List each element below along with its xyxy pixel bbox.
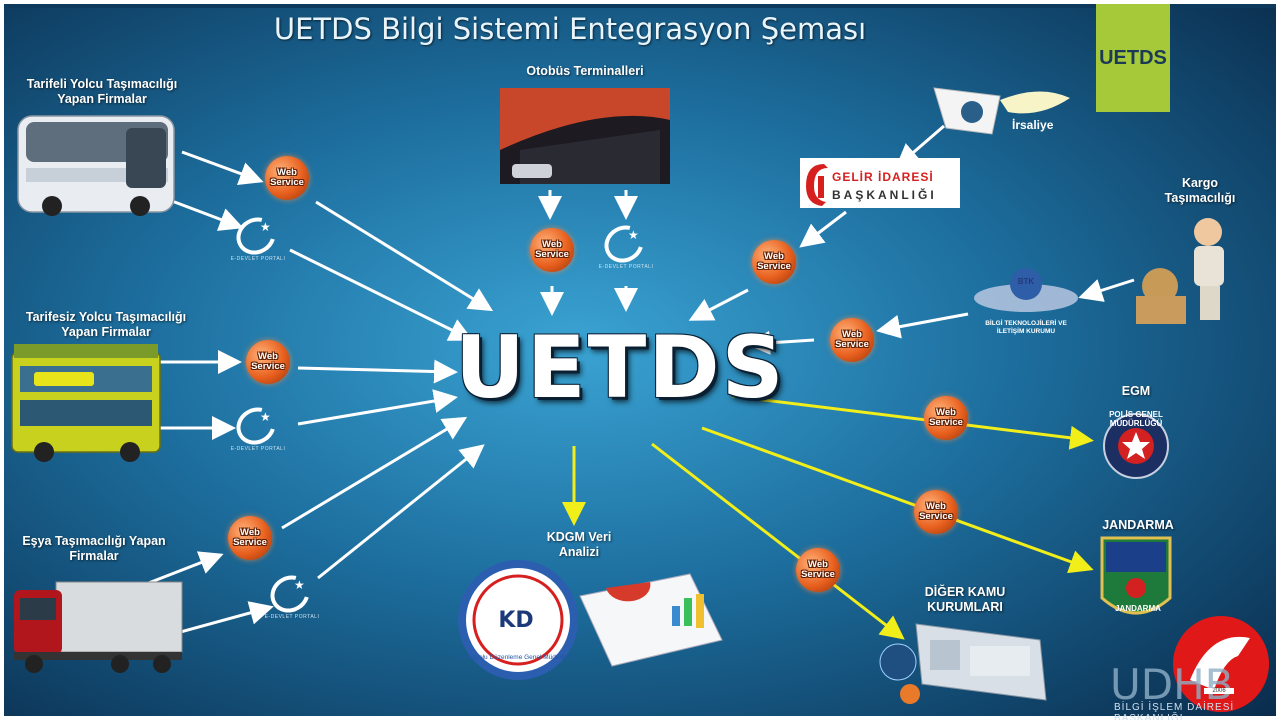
arrow-ed2-center [297,389,458,426]
star-icon: ★ [260,220,271,234]
arrow-ws2-center [297,359,458,384]
edevlet-caption: E-DEVLET PORTALI [598,264,654,270]
label-diger: DİĞER KAMU KURUMLARI [924,585,1006,614]
web-service-6: Web Service [830,318,874,362]
arrow-ws1-center [315,200,494,312]
web-service-3: Web Service [228,516,272,560]
arrow-irs-gib [895,124,945,168]
star-icon: ★ [260,410,271,424]
ws-label: Web Service [919,501,953,522]
watermark-logo [1173,616,1269,712]
label-tarifesiz: Tarifesiz Yolcu Taşımacılığı Yapan Firma… [25,310,187,339]
web-service-4: Web Service [530,228,574,272]
kd-ring-text: Karayolu Düzenleme Genel Müdürlüğü [461,654,574,661]
bus-image [17,115,175,216]
kd-logo [458,560,578,680]
dashboard-image [879,623,1047,704]
arrow-kargo-btk [1078,278,1135,302]
star-icon: ★ [628,228,639,242]
label-jandarma: JANDARMA [1102,518,1174,532]
jandarma-badge-text: JANDARMA [1115,604,1161,613]
label-tarifeli: Tarifeli Yolcu Taşımacılığı Yapan Firmal… [26,77,178,106]
outbound-arrows [562,394,1094,640]
page-title: UETDS Bilgi Sistemi Entegrasyon Şeması [273,12,867,46]
udhb-sub: BİLGİ İŞLEM DAİRESİ BAŞKANLIĞI [1114,702,1235,720]
edevlet-2: ★ E-DEVLET PORTALI [228,400,288,458]
gib-line1: GELİR İDARESİ [832,170,934,184]
edevlet-4: ★ E-DEVLET PORTALI [596,218,656,276]
arrow-ed3-center [317,444,485,580]
arrow-center-diger [651,442,905,640]
arrow-ws3-center [281,416,468,530]
label-egm: EGM [1121,384,1151,398]
ws-label: Web Service [233,527,267,548]
arrow-ed1-center [289,248,474,341]
arrow-gib-ws [799,210,847,248]
top-edge [8,4,1276,8]
arrow-bus-ws [181,150,264,186]
gib-logo: GELİR İDARESİ BAŞKANLIĞI [800,158,960,208]
arrow-ws6-center [746,330,815,355]
web-service-5: Web Service [752,240,796,284]
label-esya: Eşya Taşımacılığı Yapan Firmalar [22,534,166,563]
arrow-center-jandarma [701,426,1094,574]
edevlet-caption: E-DEVLET PORTALI [230,446,286,452]
edevlet-1: ★ E-DEVLET PORTALI [228,210,288,268]
tour-bus-image [11,344,161,462]
jandarma-badge [1100,536,1172,615]
truck-image [14,581,183,673]
egm-badge [1103,413,1169,479]
arrow-truck-ws [145,551,224,586]
ws-label: Web Service [535,239,569,260]
web-service-7: Web Service [924,396,968,440]
egm-badge-text: POLİS GENEL MÜDÜRLÜĞÜ [1109,410,1163,428]
edevlet-caption: E-DEVLET PORTALI [264,614,320,620]
gib-line2: BAŞKANLIĞI [832,188,937,202]
ws-label: Web Service [757,251,791,272]
edevlet-caption: E-DEVLET PORTALI [230,256,286,262]
watermark-year: 2006 [1204,688,1234,694]
label-kdgm: KDGM Veri Analizi [546,530,612,559]
ws-label: Web Service [801,559,835,580]
btk-short: BTK [1017,277,1035,286]
web-service-2: Web Service [246,340,290,384]
ws-label: Web Service [251,351,285,372]
btk-logo [974,268,1078,312]
edevlet-3: ★ E-DEVLET PORTALI [262,568,322,626]
udhb-logo: UDHB [1110,660,1234,709]
uetds-badge-label: UETDS [1099,46,1167,69]
btk-name: BİLGİ TEKNOLOJİLERİ VE İLETİŞİM KURUMU [985,320,1067,335]
arrow-btk-ws [876,312,969,339]
label-otobus: Otobüs Terminalleri [526,64,644,78]
ws-label: Web Service [270,167,304,188]
center-uetds: UETDS [455,318,786,418]
courier-image [1136,218,1224,324]
terminal-image [500,88,670,184]
ws-label: Web Service [835,329,869,350]
label-irsaliye: İrsaliye [1012,118,1054,132]
eirsaliye-logo [933,87,1070,135]
ws-label: Web Service [929,407,963,428]
web-service-1: Web Service [265,156,309,200]
label-kargo: Kargo Taşımacılığı [1164,176,1236,205]
kd-letters: KD [498,608,534,633]
web-service-8: Web Service [914,490,958,534]
arrow-center-egm [731,394,1094,450]
arrow-ws5-center [688,288,749,321]
web-service-9: Web Service [796,548,840,592]
gib-mark-icon [806,164,828,206]
report-image [579,573,723,667]
arrow-bus-ed [163,196,244,231]
uetds-badge: UETDS [1096,4,1170,112]
star-icon: ★ [294,578,305,592]
